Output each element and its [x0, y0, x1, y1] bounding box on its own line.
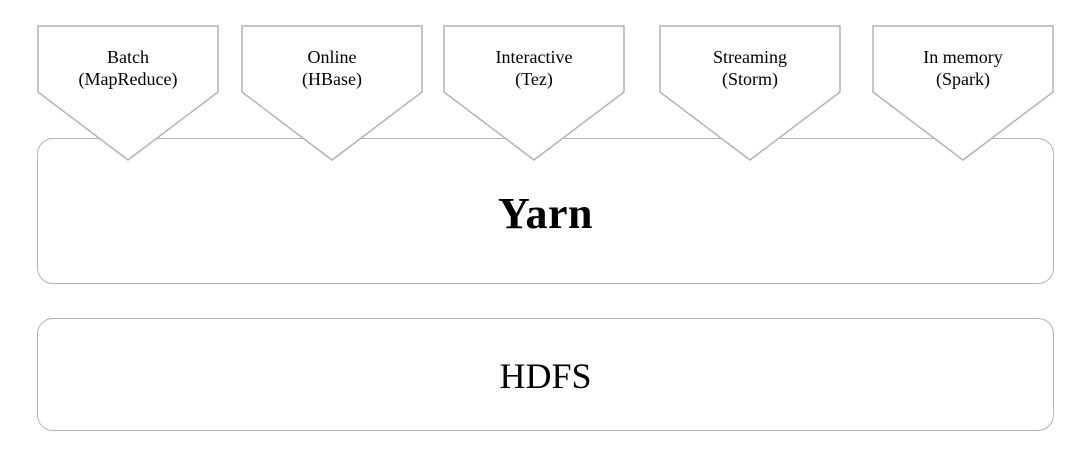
engine-streaming-shape: Streaming (Storm): [659, 25, 841, 161]
engine-interactive-shape: Interactive (Tez): [443, 25, 625, 161]
engine-in-memory-technology: (Spark): [936, 69, 990, 89]
engine-streaming-technology: (Storm): [722, 69, 778, 89]
engine-batch-label: Batch (MapReduce): [38, 46, 218, 90]
hdfs-layer-label: HDFS: [499, 355, 592, 396]
engine-batch-name: Batch: [107, 47, 149, 67]
engine-in-memory-shape: In memory (Spark): [872, 25, 1054, 161]
yarn-layer-box: Yarn: [37, 138, 1054, 284]
engine-online-name: Online: [307, 47, 357, 67]
engine-streaming-label: Streaming (Storm): [660, 46, 840, 90]
engine-online-shape: Online (HBase): [241, 25, 423, 161]
engine-interactive-technology: (Tez): [515, 69, 553, 89]
engine-in-memory-label: In memory (Spark): [873, 46, 1053, 90]
engine-interactive-name: Interactive: [495, 47, 573, 67]
yarn-layer-label: Yarn: [498, 188, 593, 238]
hdfs-layer-box: HDFS: [37, 318, 1054, 431]
engine-online-label: Online (HBase): [242, 46, 422, 90]
engine-online-technology: (HBase): [302, 69, 362, 89]
engine-streaming-name: Streaming: [713, 47, 787, 67]
engine-in-memory-name: In memory: [923, 47, 1003, 67]
engine-interactive-label: Interactive (Tez): [444, 46, 624, 90]
engine-batch-shape: Batch (MapReduce): [37, 25, 219, 161]
engine-batch-technology: (MapReduce): [78, 69, 178, 89]
